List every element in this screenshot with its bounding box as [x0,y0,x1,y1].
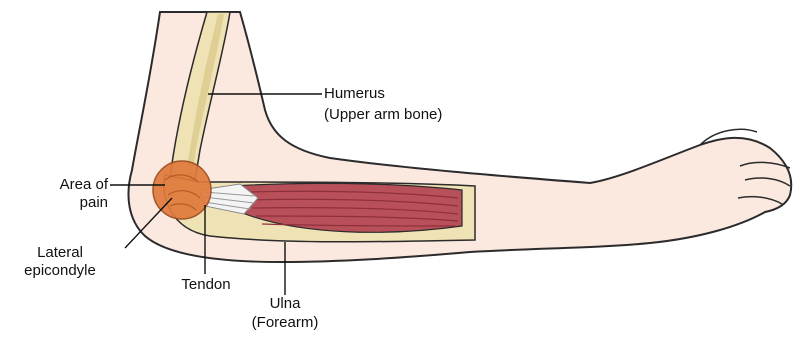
label-humerus-desc: (Upper arm bone) [324,106,442,124]
label-ulna-desc: (Forearm) [225,314,345,332]
label-humerus: Humerus [324,85,385,103]
pain-area [153,161,211,219]
label-ulna: Ulna [245,295,325,313]
label-tendon: Tendon [166,276,246,294]
label-lateral: Lateral [0,244,120,262]
label-area-of-pain-2: pain [8,194,108,212]
label-epicondyle: epicondyle [0,262,120,280]
label-area-of-pain-1: Area of [8,176,108,194]
